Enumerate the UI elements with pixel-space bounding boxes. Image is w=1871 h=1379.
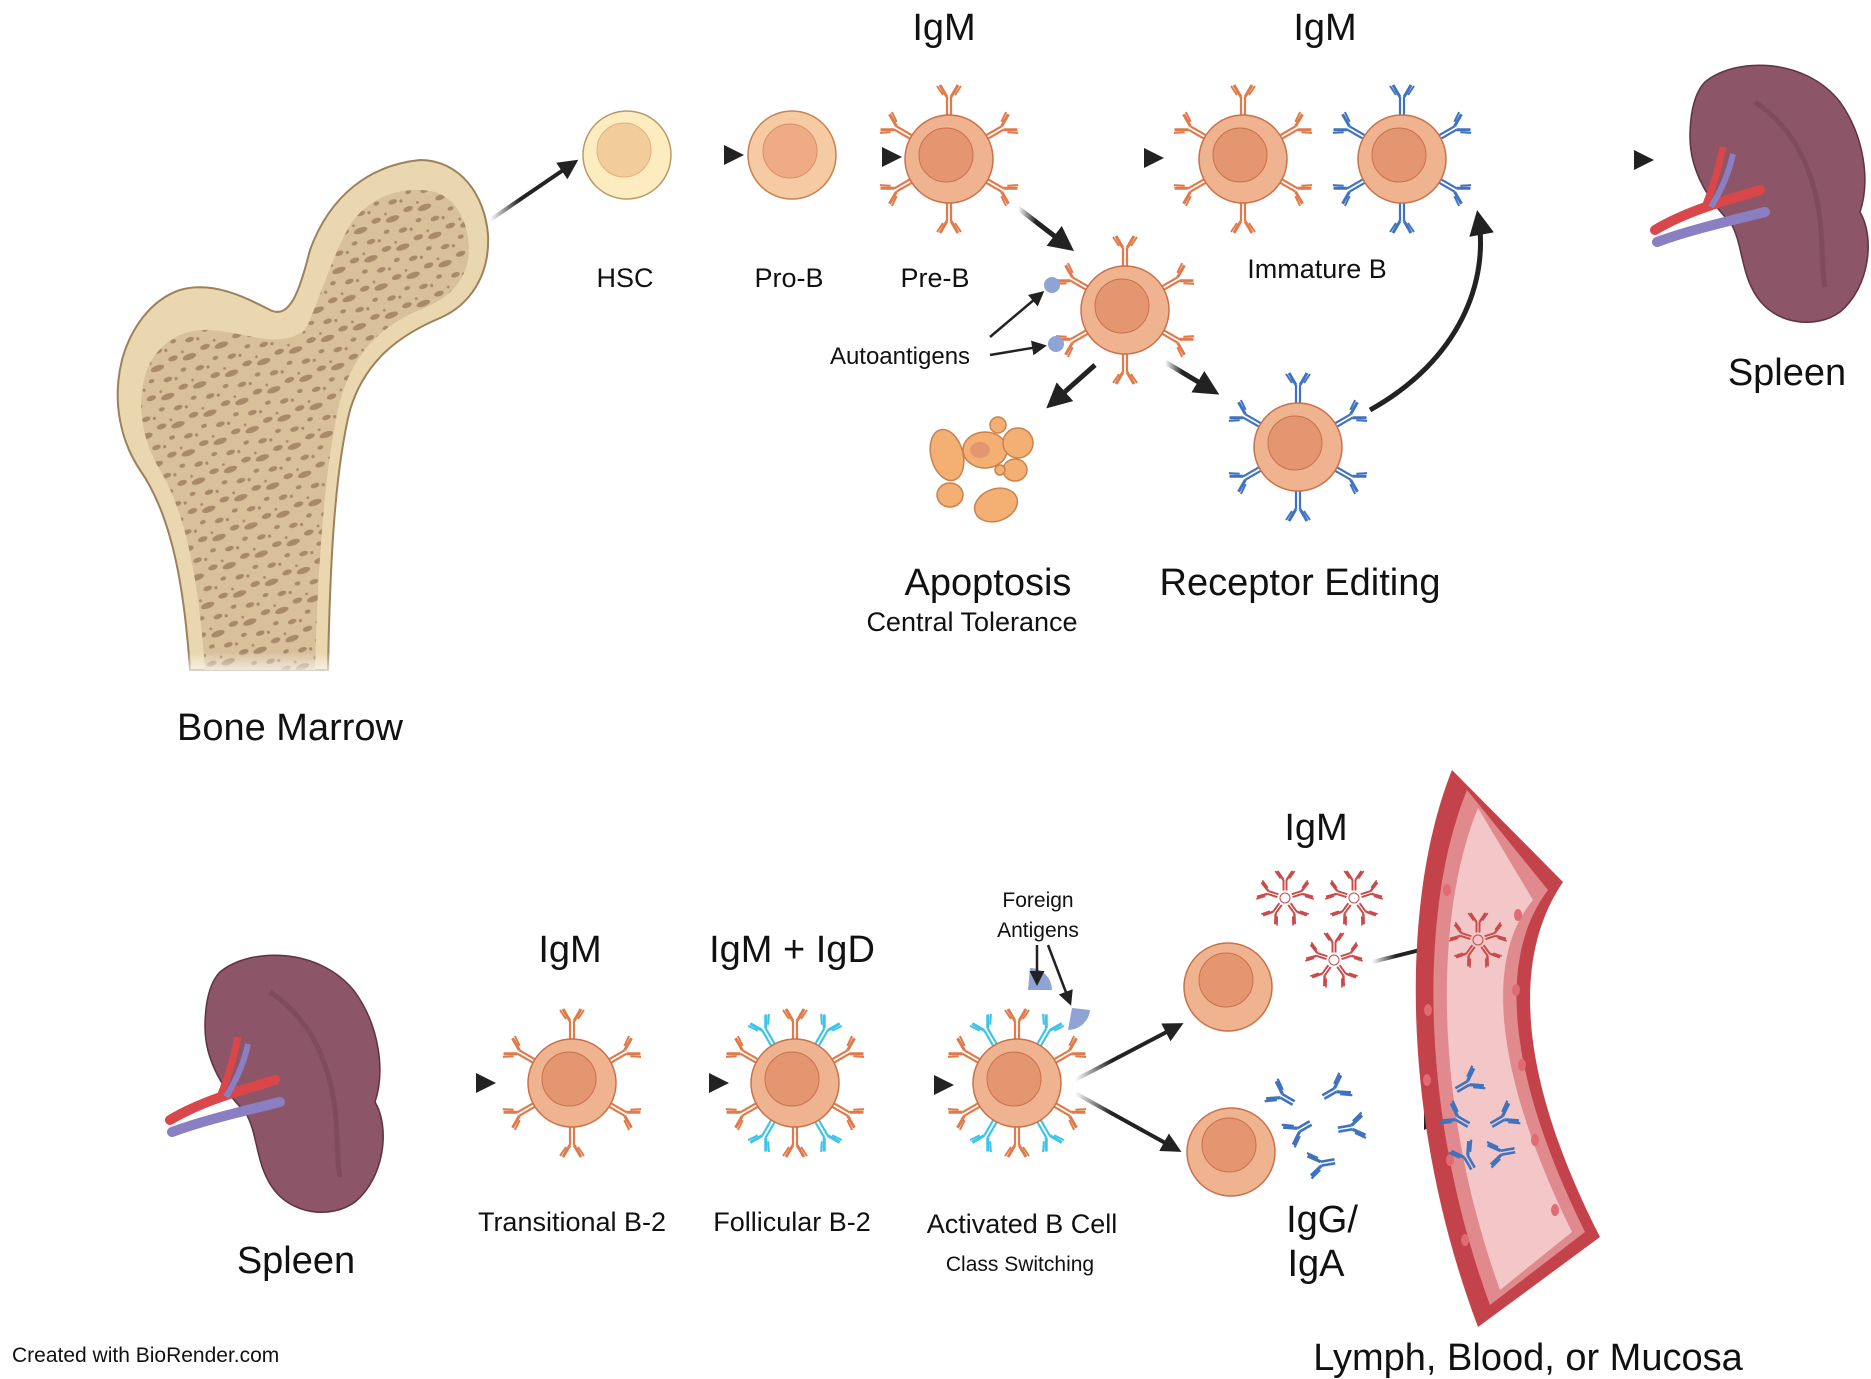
bone-marrow-illustration — [116, 158, 490, 680]
arrow-activated-to-igg-plasma — [1074, 1091, 1182, 1152]
pre-b-isotype-label: IgM — [912, 7, 975, 49]
apoptotic-cell — [929, 416, 1034, 523]
hsc-cell — [582, 110, 672, 200]
secreted-igg-iga-antibodies — [1263, 1071, 1368, 1181]
foreign-antigens-label-line1: Foreign — [1002, 889, 1073, 912]
arrow-autoantigen-2 — [989, 340, 1047, 357]
arrow-preb-to-selfreactive — [1016, 206, 1074, 252]
immature-b-isotype-label: IgM — [1293, 7, 1356, 49]
follicular-b2-cell — [723, 1007, 867, 1159]
immature-b-cell-edited — [1330, 83, 1474, 235]
autoantigens-label: Autoantigens — [830, 343, 970, 370]
class-switching-label: Class Switching — [946, 1253, 1094, 1276]
activated-label: Activated B Cell — [927, 1209, 1118, 1239]
transitional-isotype-label: IgM — [538, 929, 601, 971]
foreign-antigen — [1068, 1008, 1090, 1031]
biorender-credit: Created with BioRender.com — [12, 1344, 279, 1367]
self-reactive-b-cell — [1044, 234, 1197, 386]
secreted-igm-pentamers — [1256, 871, 1382, 988]
secreted-igm-label: IgM — [1284, 807, 1347, 849]
pro-b-label: Pro-B — [754, 263, 823, 293]
bone-marrow-label: Bone Marrow — [177, 707, 404, 749]
arrow-to-receptor-editing — [1163, 359, 1220, 395]
pro-b-cell — [747, 110, 837, 200]
arrow-editing-to-immature — [1368, 210, 1494, 413]
arrow-bone-to-hsc — [488, 159, 579, 222]
autoantigen-dot — [1048, 336, 1064, 352]
apoptosis-label: Apoptosis — [905, 562, 1072, 604]
foreign-antigen — [1028, 968, 1052, 990]
secreted-igg-label-line2: IgA — [1287, 1243, 1345, 1285]
follicular-isotype-label: IgM + IgD — [709, 929, 875, 971]
arrow-autoantigen-1 — [989, 291, 1045, 338]
foreign-antigens-label-line2: Antigens — [997, 919, 1079, 942]
spleen-label-bottom: Spleen — [237, 1240, 355, 1282]
transitional-label: Transitional B-2 — [478, 1207, 666, 1237]
plasma-cell-igg-iga — [1186, 1107, 1276, 1197]
arrow-activated-to-igm-plasma — [1074, 1023, 1184, 1082]
transitional-b2-cell — [500, 1007, 644, 1159]
spleen-label-top: Spleen — [1728, 352, 1846, 394]
spleen-illustration-bottom — [165, 954, 384, 1214]
spleen-illustration-top — [1650, 64, 1869, 324]
pre-b-cell — [877, 83, 1021, 235]
arrow-to-apoptosis — [1046, 363, 1097, 409]
hsc-label: HSC — [596, 263, 653, 293]
blood-vessel — [1415, 770, 1600, 1327]
autoantigen-dot — [1044, 277, 1060, 293]
plasma-cell-igm — [1183, 942, 1273, 1032]
follicular-label: Follicular B-2 — [713, 1207, 871, 1237]
immature-b-label: Immature B — [1247, 254, 1387, 284]
secreted-igg-label-line1: IgG/ — [1286, 1199, 1358, 1241]
arrow-foreign-antigen-2 — [1046, 944, 1073, 1006]
receptor-editing-label: Receptor Editing — [1160, 562, 1441, 604]
immature-b-cell-original — [1171, 83, 1315, 235]
receptor-editing-cell — [1226, 371, 1370, 523]
pre-b-label: Pre-B — [900, 263, 969, 293]
central-tolerance-label: Central Tolerance — [866, 607, 1077, 637]
destination-label: Lymph, Blood, or Mucosa — [1313, 1337, 1743, 1379]
